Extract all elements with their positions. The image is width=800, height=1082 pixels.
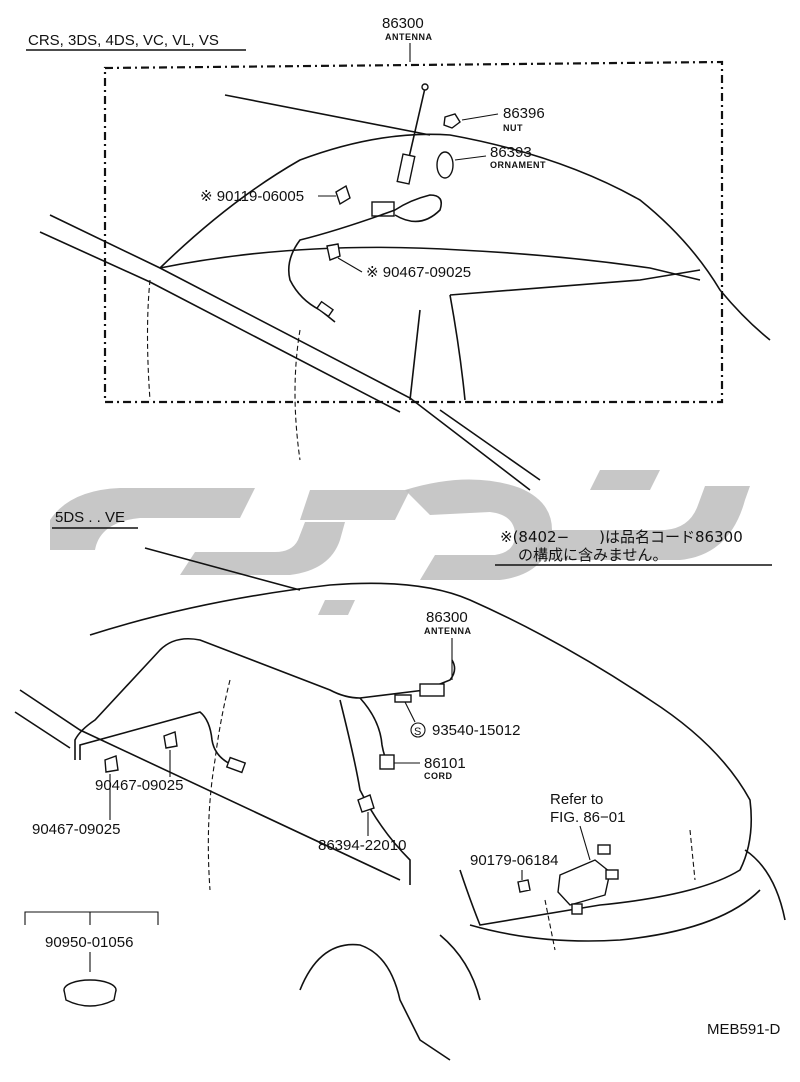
bottom-cord-connector <box>379 754 395 770</box>
bottom-section: 5DS . . VE ※(8402− )は品名コード86300 の構成に含みませ… <box>14 509 786 1061</box>
clamp-pn: ※ 90467-09025 <box>366 264 471 281</box>
refer-line-2: FIG. 86−01 <box>550 809 625 826</box>
bottom-roof-ridge <box>144 547 301 591</box>
bottom-cable-plug <box>225 756 247 774</box>
top-antenna-pn: 86300 <box>382 15 424 32</box>
bottom-amp-connector-1 <box>597 844 611 855</box>
top-window-line <box>159 246 701 281</box>
bottom-body-line-2 <box>14 711 71 749</box>
antenna-tip <box>421 83 429 91</box>
screw-pn: ※ 90119-06005 <box>200 188 304 205</box>
top-body-line-1 <box>49 214 531 491</box>
bottom-wheel-arch-2 <box>439 934 481 1001</box>
bottom-screw-leader <box>404 701 416 723</box>
bottom-screw-pn: 93540-15012 <box>432 722 520 739</box>
top-body-line-2 <box>39 231 401 413</box>
nut-pn: 86396 <box>503 105 545 122</box>
refer-line-1: Refer to <box>550 791 603 808</box>
bottom-antenna-name: ANTENNA <box>424 626 472 636</box>
bottom-nut-part <box>517 879 531 893</box>
clamp-part <box>326 243 341 261</box>
drawing-code: MEB591-D <box>707 1021 781 1038</box>
bottom-pillar <box>339 699 411 885</box>
watermark-stroke-5 <box>530 486 750 560</box>
note-line-2: の構成に含みません。 <box>518 546 668 564</box>
clamp-a-pn: 90467-09025 <box>32 821 120 838</box>
bottom-amp-connector-2 <box>605 869 619 880</box>
watermark-stroke-4 <box>405 479 552 580</box>
screw-marker: S <box>414 726 421 738</box>
watermark-dot-1 <box>590 470 660 490</box>
bottom-rear-fender <box>744 849 786 921</box>
top-pillar-2 <box>409 309 421 401</box>
antenna-base <box>396 153 416 185</box>
watermark <box>50 470 750 615</box>
bottom-screw-part <box>394 694 412 703</box>
bottom-clamp-a <box>104 755 119 773</box>
plug-pn: 90950-01056 <box>45 934 133 951</box>
bottom-clamp-b <box>163 731 178 749</box>
bottom-door-dash <box>207 679 231 891</box>
bottom-lower-body <box>469 889 761 942</box>
bottom-wheel-arch <box>299 943 451 1061</box>
refer-leader <box>579 825 591 861</box>
top-door-dash-2 <box>294 329 301 461</box>
cord-name: CORD <box>424 771 453 781</box>
ornament-name: ORNAMENT <box>490 160 546 170</box>
top-boundary-box <box>103 60 724 404</box>
antenna-cable <box>287 194 443 323</box>
bottom-antenna-pn: 86300 <box>426 609 468 626</box>
bottom-amplifier <box>557 859 611 906</box>
top-door-dash <box>146 279 151 401</box>
clamp-b-pn: 90467-09025 <box>95 777 183 794</box>
bottom-roof-outline <box>89 582 753 926</box>
watermark-stroke-2 <box>180 522 345 575</box>
screw-marker-circle <box>410 722 426 738</box>
screw-part <box>335 184 351 206</box>
top-section: CRS, 3DS, 4DS, VC, VL, VS 8 <box>26 15 771 491</box>
cord-pn: 86101 <box>424 755 466 772</box>
nut-part <box>443 113 461 129</box>
bottom-amp-connector-3 <box>571 903 583 915</box>
nut-leader <box>461 113 499 121</box>
bottom-cable-grommet <box>357 794 375 813</box>
ornament-part <box>436 151 454 179</box>
bottom-applicability: 5DS . . VE <box>55 509 125 526</box>
watermark-dot-2 <box>318 600 355 615</box>
cable-plug <box>315 300 335 318</box>
watermark-stroke-1 <box>50 488 255 550</box>
ornament-pn: 86393 <box>490 144 532 161</box>
plug-bracket <box>24 911 159 925</box>
top-roof-ridge <box>224 94 431 136</box>
bottom-antenna-unit <box>419 683 445 697</box>
nut-name: NUT <box>503 123 523 133</box>
bottom-nut-pn: 90179-06184 <box>470 852 558 869</box>
watermark-stroke-3 <box>300 490 410 520</box>
top-antenna-name: ANTENNA <box>385 32 433 42</box>
bottom-hatch-dash-2 <box>689 829 696 881</box>
ornament-leader <box>454 155 487 161</box>
top-pillar <box>449 294 466 401</box>
bottom-hatch-dash <box>544 899 556 951</box>
note-line-1: ※(8402− )は品名コード86300 <box>500 528 743 546</box>
top-body-lower <box>439 409 541 481</box>
bottom-body-line-1 <box>19 689 401 881</box>
plug-part-body <box>63 989 117 1007</box>
bottom-antenna-cable-inner <box>79 711 241 769</box>
top-roof-outline <box>159 133 771 341</box>
cable-pn: 86394-22010 <box>318 837 406 854</box>
clamp-leader <box>337 257 363 273</box>
top-applicability: CRS, 3DS, 4DS, VC, VL, VS <box>28 32 219 49</box>
top-rear-window <box>449 269 701 296</box>
